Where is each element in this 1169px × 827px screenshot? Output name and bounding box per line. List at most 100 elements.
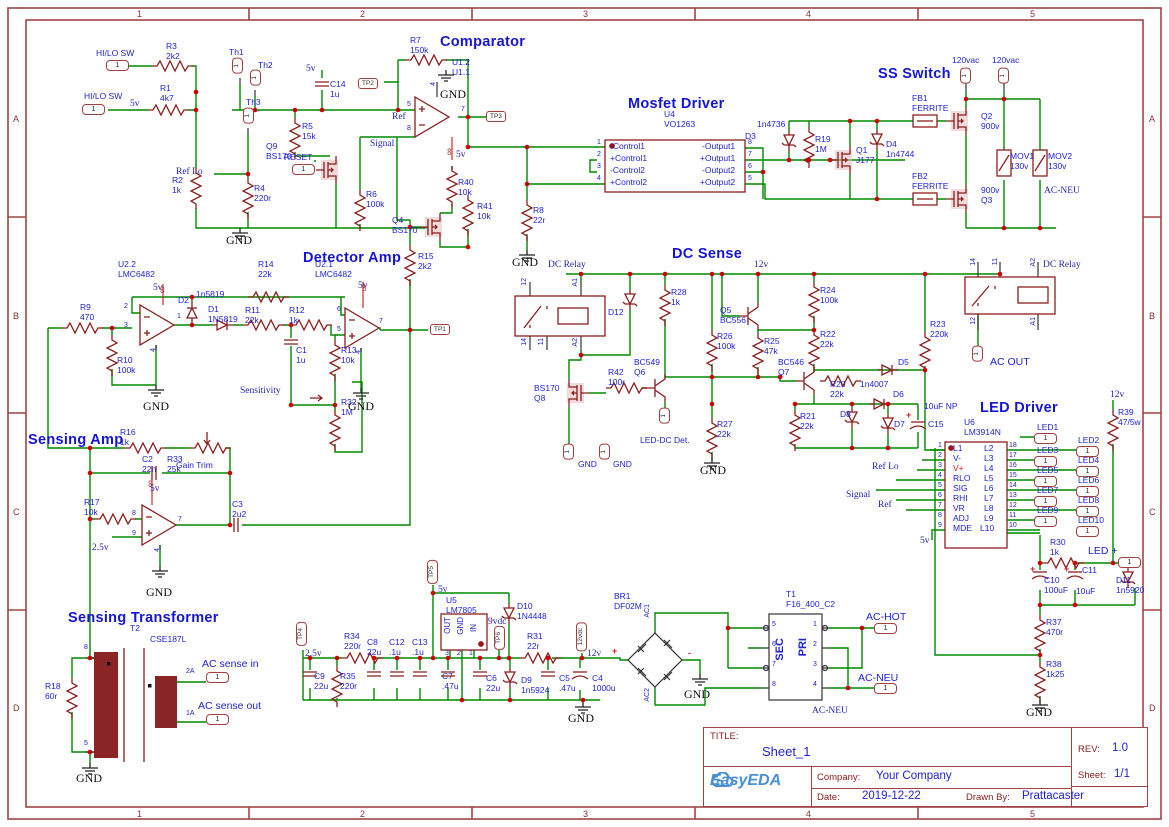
frame-col-1-bottom: 1 xyxy=(137,809,143,819)
u6-num-2: 2 xyxy=(938,452,942,459)
r9-label: R9 470 xyxy=(80,302,95,322)
u6-pin-l9: L9 xyxy=(984,513,994,523)
relay1-pin-14: 14 xyxy=(521,338,528,346)
gnd-8: GND xyxy=(568,711,594,725)
u4-num-3: 3 xyxy=(597,163,601,170)
u5-pin-in: IN xyxy=(469,624,478,632)
u6-num-9: 9 xyxy=(938,522,942,529)
port-ac-hot[interactable]: 1 xyxy=(874,623,897,634)
port-led3[interactable]: 1 xyxy=(1034,456,1057,467)
rev-label: REV: xyxy=(1078,744,1100,755)
net-5v-2: 5v xyxy=(306,64,316,74)
port-reset[interactable]: 1 xyxy=(292,164,315,175)
r34-label: R34 220r xyxy=(344,631,362,651)
frame-col-2-top: 2 xyxy=(360,9,366,19)
port-led10-label: LED10 xyxy=(1078,515,1104,525)
rev-value[interactable]: 1.0 xyxy=(1112,742,1128,754)
tp2[interactable]: TP2 xyxy=(358,78,378,89)
r2-label: R2 1k xyxy=(172,175,183,195)
br1-label: BR1 DF02M xyxy=(614,591,642,611)
pin-t1-6: 6 xyxy=(772,641,776,648)
d3-value: 1n4736 xyxy=(757,119,786,129)
frame-row-C-right: C xyxy=(1149,507,1156,517)
u4-num-5: 5 xyxy=(748,175,752,182)
port-ac-sense-out[interactable]: 1 xyxy=(206,714,229,725)
d11-label: D11 1n5920 xyxy=(1116,575,1145,595)
date-value[interactable]: 2019-12-22 xyxy=(862,790,921,802)
tp4[interactable]: TP4 xyxy=(296,622,307,646)
pin-t2-2a: 2A xyxy=(186,668,195,675)
net-5v-8: 5v xyxy=(920,536,930,546)
pin-t1-3: 3 xyxy=(813,661,817,668)
port-ac-out[interactable]: 1 xyxy=(972,346,983,362)
th2[interactable]: 1 xyxy=(250,70,261,86)
port-ac-sense-in[interactable]: 1 xyxy=(206,672,229,683)
port-led9[interactable]: 1 xyxy=(1034,516,1057,527)
port-gnd-b[interactable]: 1 xyxy=(599,444,610,460)
c5-label: C5 .47u xyxy=(559,673,576,693)
th1[interactable]: 1 xyxy=(232,58,243,74)
port-led5[interactable]: 1 xyxy=(1034,476,1057,487)
r23-label: R23 220k xyxy=(930,319,949,339)
port-120vac-2[interactable]: 1 xyxy=(998,68,1009,84)
port-120vac-1[interactable]: 1 xyxy=(960,68,971,84)
gnd-7: GND xyxy=(76,771,102,785)
u5-num-3: 3 xyxy=(445,650,449,657)
port-led4[interactable]: 1 xyxy=(1076,466,1099,477)
section-detector-amp: Detector Amp xyxy=(303,250,402,266)
frame xyxy=(7,7,1162,820)
port-led10[interactable]: 1 xyxy=(1076,526,1099,537)
port-12vdc[interactable]: 12vdc xyxy=(576,622,587,652)
net-12v-3: 12v xyxy=(1110,390,1125,400)
sheet-value[interactable]: 1/1 xyxy=(1114,768,1130,780)
port-led5-label: LED5 xyxy=(1037,465,1059,475)
port-led2[interactable]: 1 xyxy=(1076,446,1099,457)
port-led6[interactable]: 1 xyxy=(1076,486,1099,497)
d6-value: 1n4007 xyxy=(860,379,889,389)
sheet-title[interactable]: Sheet_1 xyxy=(762,744,811,759)
port-led7[interactable]: 1 xyxy=(1034,496,1057,507)
drawn-by-label: Drawn By: xyxy=(966,792,1010,803)
port-hilo-sw-1[interactable]: 1 xyxy=(106,60,129,71)
u5-pin-out: OUT xyxy=(443,617,452,634)
u6-num-16: 16 xyxy=(1009,462,1017,469)
net-2p5v-2: 2.5v xyxy=(305,649,322,659)
port-led8[interactable]: 1 xyxy=(1076,506,1099,517)
port-hilo-sw-2[interactable]: 1 xyxy=(82,104,105,115)
r5-label: R5 15k xyxy=(302,121,316,141)
pin-u21-5: 5 xyxy=(337,326,341,333)
port-ac-hot-label: AC-HOT xyxy=(866,611,907,623)
th3[interactable]: 1 xyxy=(243,108,254,124)
port-led9-label: LED9 xyxy=(1037,505,1059,515)
port-led1[interactable]: 1 xyxy=(1034,433,1057,444)
t2-label: T2 xyxy=(130,623,140,633)
port-ac-neu[interactable]: 1 xyxy=(874,683,897,694)
port-ac-sense-out-label: AC sense out xyxy=(198,700,262,712)
c13-label: C13 .1u xyxy=(412,637,428,657)
u6-num-3: 3 xyxy=(938,462,942,469)
drawn-by-value[interactable]: Prattacaster xyxy=(1022,790,1084,802)
port-led-plus[interactable]: 1 xyxy=(1118,557,1141,568)
port-gnd-a[interactable]: 1 xyxy=(563,444,574,460)
tp6[interactable]: TP6 xyxy=(494,626,505,650)
port-ac-neu-label: AC-NEU xyxy=(858,672,899,684)
tp3[interactable]: TP3 xyxy=(486,111,506,122)
port-reset-label: RESET xyxy=(284,152,313,162)
d6-label: D6 xyxy=(893,389,904,399)
tp1[interactable]: TP1 xyxy=(430,324,450,335)
u4-num-2: 2 xyxy=(597,151,601,158)
d12-label: D12 xyxy=(608,307,624,317)
pin-u21-4: 4 xyxy=(355,350,362,354)
net-5v-7: 5v xyxy=(438,585,448,595)
r1-label: R1 4k7 xyxy=(160,83,174,103)
section-ss-switch: SS Switch xyxy=(878,66,951,82)
pin-u1-8: 8 xyxy=(407,125,411,132)
port-led-dc-det[interactable]: 1 xyxy=(659,408,670,424)
gnd-4: GND xyxy=(143,399,169,413)
company-value[interactable]: Your Company xyxy=(876,770,952,782)
u6-num-8: 8 xyxy=(938,512,942,519)
frame-col-2-bottom: 2 xyxy=(360,809,366,819)
tp5[interactable]: TP5 xyxy=(427,560,438,584)
